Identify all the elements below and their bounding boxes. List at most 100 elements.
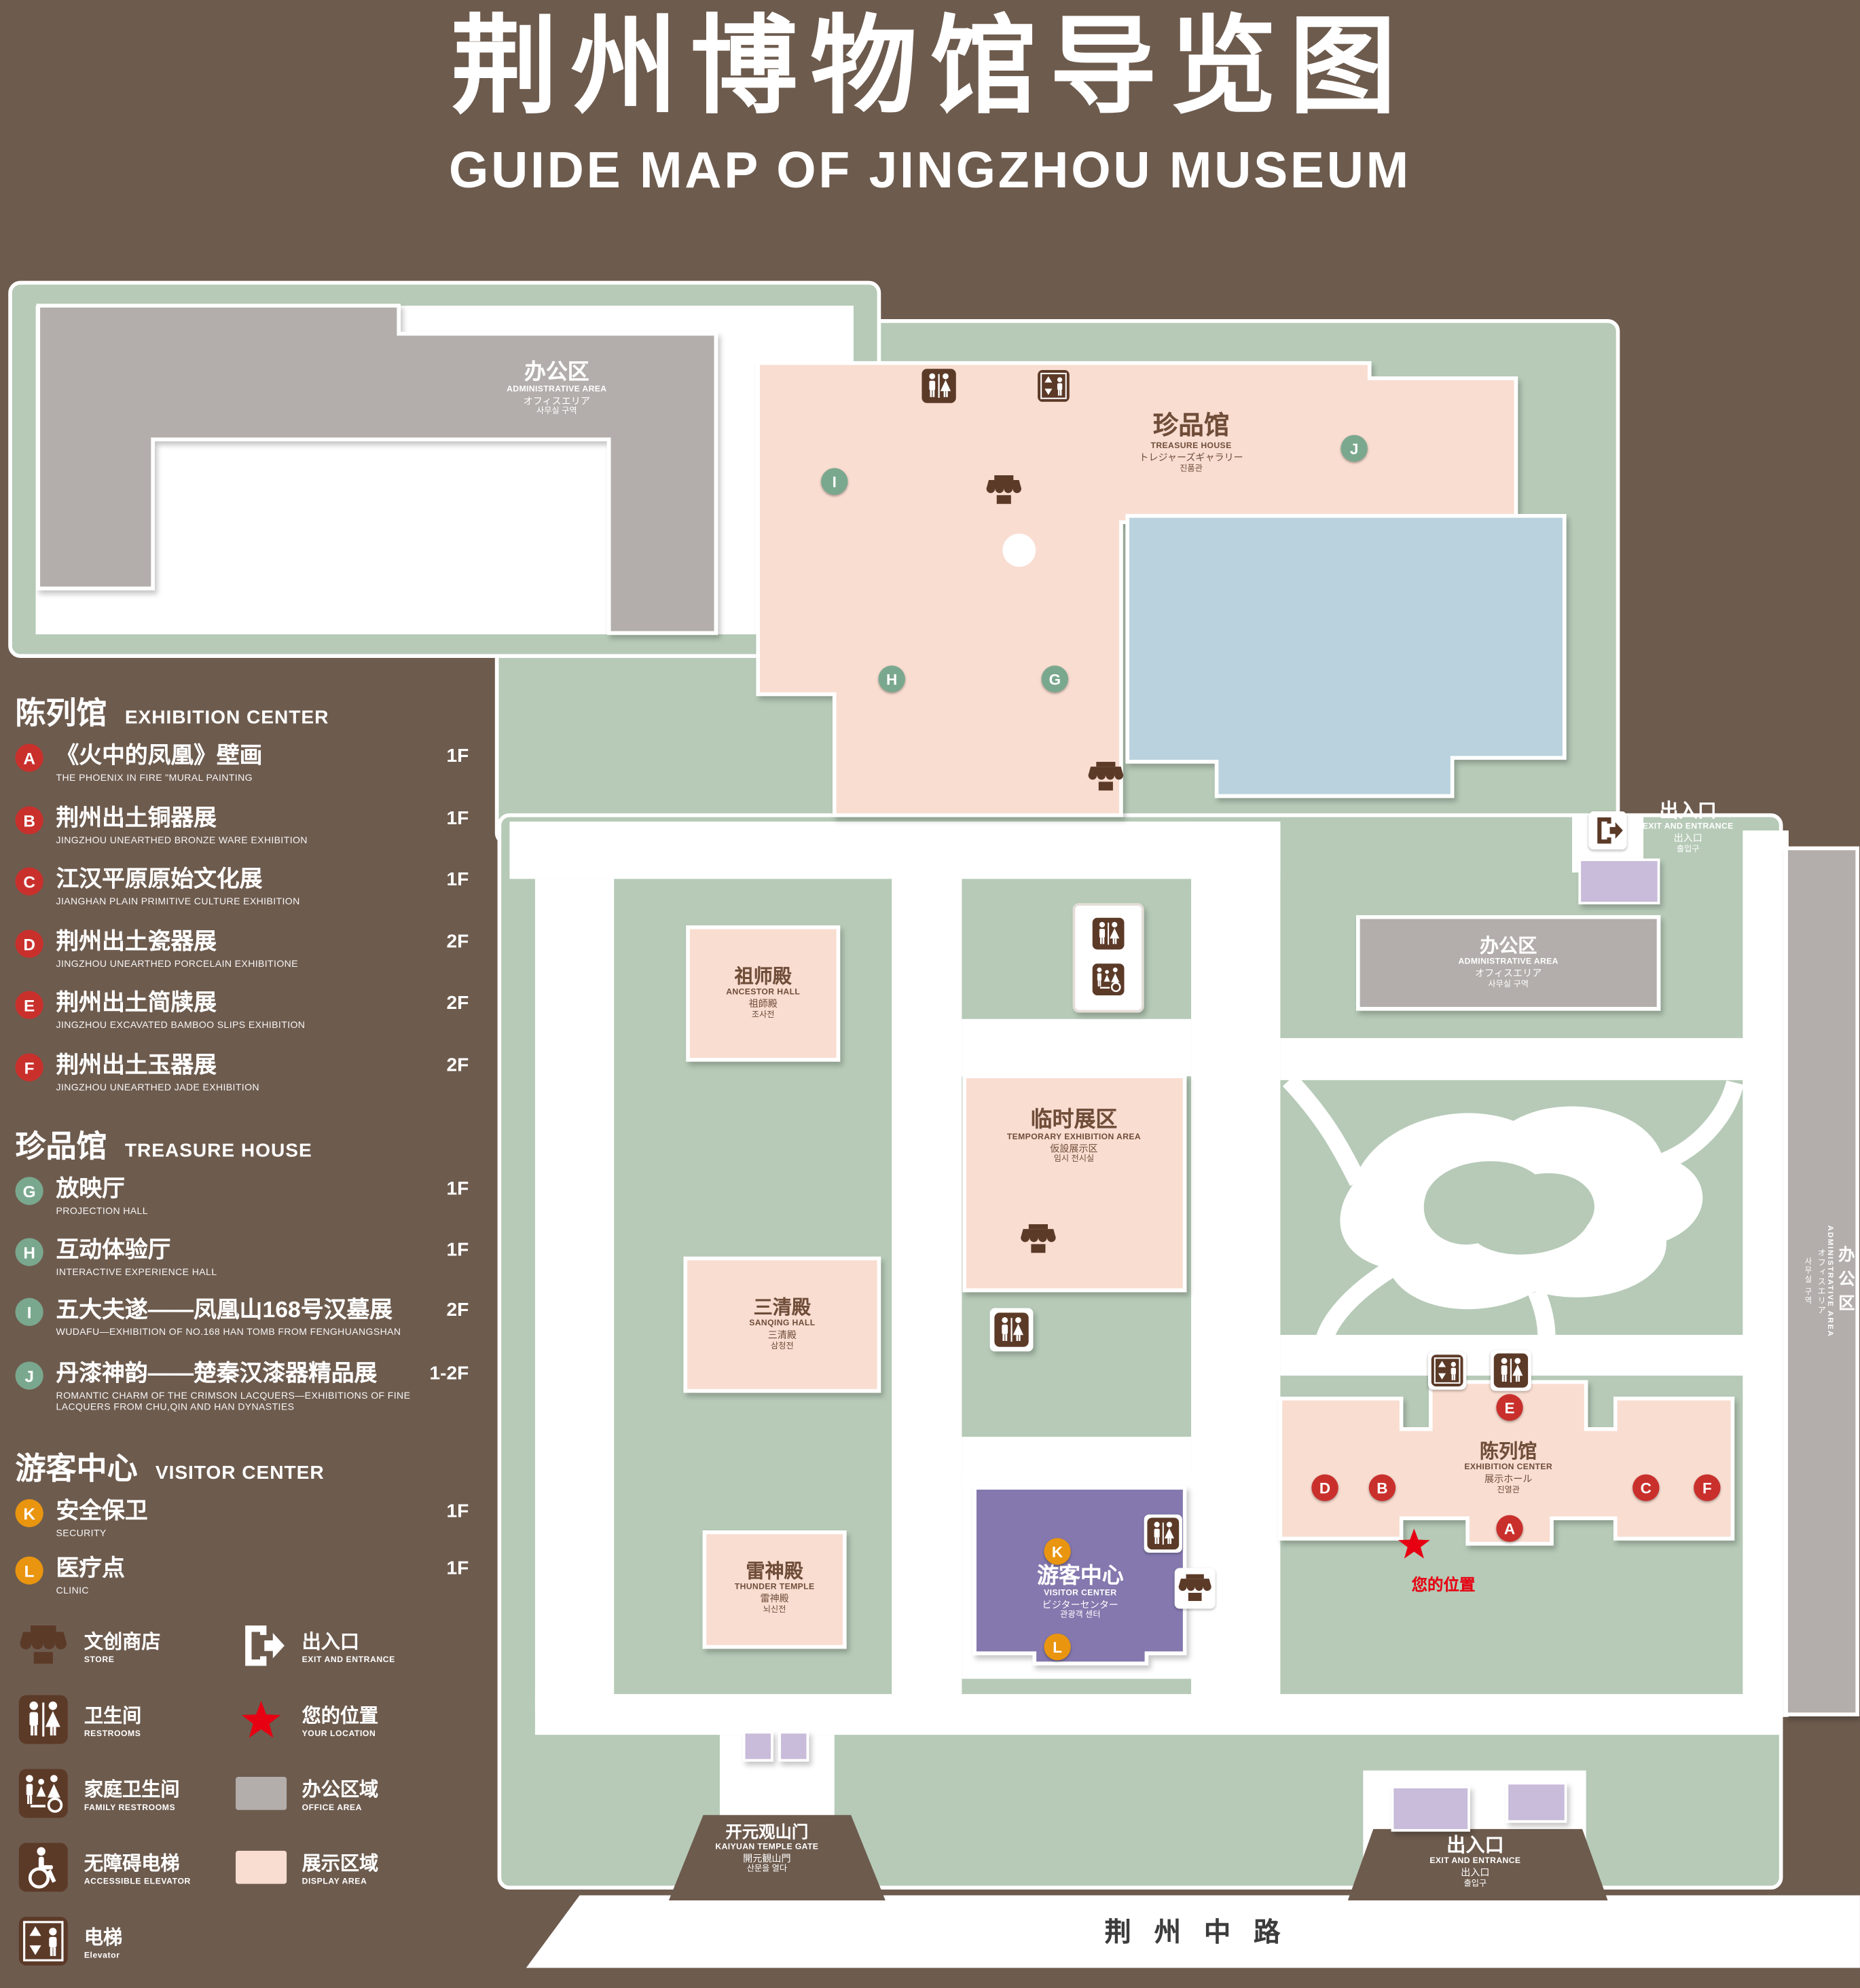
admin-building-right [1784,846,1860,1716]
path [962,1437,1192,1484]
page-subtitle: GUIDE MAP OF JINGZHOU MUSEUM [448,143,1411,199]
garden-island [1423,1161,1594,1255]
section-title-en: VISITOR CENTER [155,1462,325,1484]
sanqing-hall-building [683,1256,881,1393]
legend-item-j: J 丹漆神韵——楚秦汉漆器精品展 ROMANTIC CHARM OF THE C… [15,1360,469,1414]
restroom-icon [1490,1350,1531,1391]
floor-badge: 1F [446,745,469,767]
legend-symbol-family-restrooms: 家庭卫生间 FAMILY RESTROOMS [16,1768,180,1819]
road-name: 荆州中路 [1104,1918,1304,1948]
legend-item-i: I 五大夫遂——凤凰山168号汉墓展 WUDAFU—EXHIBITION OF … [15,1296,469,1338]
legend-item-text: 荆州出土玉器展 JINGZHOU UNEARTHED JADE EXHIBITI… [56,1052,259,1093]
map-marker-a: A [1496,1515,1523,1542]
legend-symbol-elevator: 电梯 Elevator [16,1916,122,1967]
family-restroom-icon [1092,963,1125,996]
map-marker-e: E [1496,1394,1523,1421]
legend-item-text: 荆州出土简牍展 JINGZHOU EXCAVATED BAMBOO SLIPS … [56,989,306,1031]
floor-badge: 1F [446,807,469,830]
section-title-zh: 陈列馆 [15,697,107,731]
legend-item-e: E 荆州出土简牍展 JINGZHOU EXCAVATED BAMBOO SLIP… [15,989,469,1031]
legend-item-text: 丹漆神韵——楚秦汉漆器精品展 ROMANTIC CHARM OF THE CRI… [56,1360,411,1414]
legend-item-b: B 荆州出土铜器展 JINGZHOU UNEARTHED BRONZE WARE… [15,805,469,847]
section-title-en: TREASURE HOUSE [124,1140,312,1162]
floor-badge: 1F [446,868,469,891]
legend-item-k: K 安全保卫 SECURITY 1F [15,1498,469,1539]
temporary-exhibition-building [962,1074,1187,1293]
legend-item-text: 荆州出土瓷器展 JINGZHOU UNEARTHED PORCELAIN EXH… [56,928,298,970]
legend-item-d: D 荆州出土瓷器展 JINGZHOU UNEARTHED PORCELAIN E… [15,928,469,970]
garden-path [1660,1080,1744,1171]
floor-badge: 1F [446,1239,469,1262]
restroom-building [1072,903,1144,1013]
restroom-icon [1092,917,1125,951]
floor-badge: 2F [446,992,469,1014]
restroom-icon [921,368,957,404]
elevator-icon [1037,369,1070,403]
map-marker-k: K [1044,1538,1071,1565]
legend-item-text: 互动体验厅 INTERACTIVE EXPERIENCE HALL [56,1236,217,1278]
office-area-swatch [233,1768,289,1819]
legend-item-l: L 医疗点 CLINIC 1F [15,1556,469,1597]
symbol-text: 办公区域 OFFICE AREA [302,1778,379,1812]
path [1743,830,1789,1717]
floor-badge: 2F [446,1054,469,1077]
legend-section-treasure-house: 珍品馆 TREASURE HOUSE [16,1121,312,1166]
symbol-text: 展示区域 DISPLAY AREA [302,1852,379,1886]
family-restroom-icon [16,1768,72,1819]
your-location-label: 您的位置 [1411,1576,1476,1594]
floor-badge: 1F [446,1178,469,1200]
marker-k: K [15,1499,43,1528]
section-title-zh: 珍品馆 [15,1130,107,1164]
legend-item-c: C 江汉平原原始文化展 JIANGHAN PLAIN PRIMITIVE CUL… [15,866,469,908]
garden-path [1528,1288,1556,1338]
map-marker-c: C [1633,1474,1660,1501]
visitor-center-building [972,1486,1187,1665]
your-location-star-icon [1398,1527,1431,1560]
exit-structure-top [1578,858,1660,904]
symbol-text: 您的位置 YOUR LOCATION [302,1705,379,1738]
legend-symbol-store: 文创商店 STORE [16,1620,161,1671]
symbol-text: 出入口 EXIT AND ENTRANCE [302,1631,395,1664]
legend-symbol-restrooms: 卫生间 RESTROOMS [16,1694,142,1745]
exit-structure-bottom [1391,1786,1470,1832]
exit-structure-bottom [1506,1782,1567,1823]
symbol-text: 文创商店 STORE [84,1631,161,1664]
symbol-text: 家庭卫生间 FAMILY RESTROOMS [84,1778,180,1812]
path [534,1694,1781,1735]
legend-item-text: 安全保卫 SECURITY [56,1498,148,1539]
gate-pylon [778,1731,809,1762]
marker-i: I [15,1297,43,1326]
admin-building-top-left [36,303,718,636]
thunder-temple-building [702,1530,847,1649]
legend-item-text: 《火中的凤凰》壁画 THE PHOENIX IN FIRE "MURAL PAI… [56,742,263,784]
path [962,1018,1192,1077]
map-marker-l: L [1044,1633,1071,1661]
path [534,879,615,1707]
legend-symbol-exit: 出入口 EXIT AND ENTRANCE [233,1620,395,1671]
floor-badge: 1-2F [429,1363,469,1385]
ancestor-hall-building [686,925,841,1062]
section-title-en: EXHIBITION CENTER [124,707,329,729]
map-marker-i: I [821,468,848,495]
marker-a: A [15,743,43,772]
map-marker-g: G [1041,665,1069,693]
legend-section-visitor-center: 游客中心 VISITOR CENTER [16,1443,325,1488]
store-icon [985,471,1023,509]
garden-path [1316,1261,1396,1341]
round-feature [1002,534,1036,567]
legend-symbol-your-location: 您的位置 YOUR LOCATION [233,1694,378,1745]
symbol-text: 卫生间 RESTROOMS [84,1705,142,1738]
admin-building-mid [1356,915,1661,1011]
section-title-zh: 游客中心 [15,1452,138,1487]
legend-item-text: 五大夫遂——凤凰山168号汉墓展 WUDAFU—EXHIBITION OF NO… [56,1296,401,1338]
store-icon [16,1620,72,1671]
legend-section-exhibition-center: 陈列馆 EXHIBITION CENTER [16,688,329,733]
your-location-star-icon [233,1694,289,1745]
restroom-icon [993,1312,1029,1348]
accessible-elevator-icon [16,1842,72,1893]
